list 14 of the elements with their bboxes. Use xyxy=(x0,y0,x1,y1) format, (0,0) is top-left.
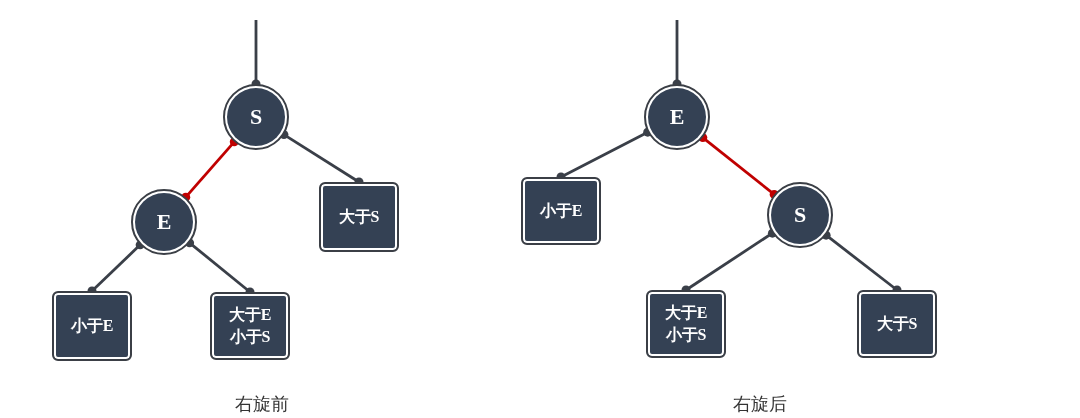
connector-line xyxy=(698,133,779,199)
caption-text: 右旋前 xyxy=(235,393,289,416)
square-node: 大于S xyxy=(319,182,399,252)
square-node: 大于E小于S xyxy=(210,292,290,360)
circle-node: E xyxy=(131,189,197,255)
connector-line xyxy=(181,137,239,202)
square-node: 小于E xyxy=(52,291,132,361)
caption-text: 右旋后 xyxy=(733,393,787,416)
square-node: 大于E小于S xyxy=(646,290,726,358)
circle-node: S xyxy=(767,182,833,248)
square-node: 小于E xyxy=(521,177,601,245)
square-node: 大于S xyxy=(857,290,937,358)
circle-node: S xyxy=(223,84,289,150)
circle-node: E xyxy=(644,84,710,150)
